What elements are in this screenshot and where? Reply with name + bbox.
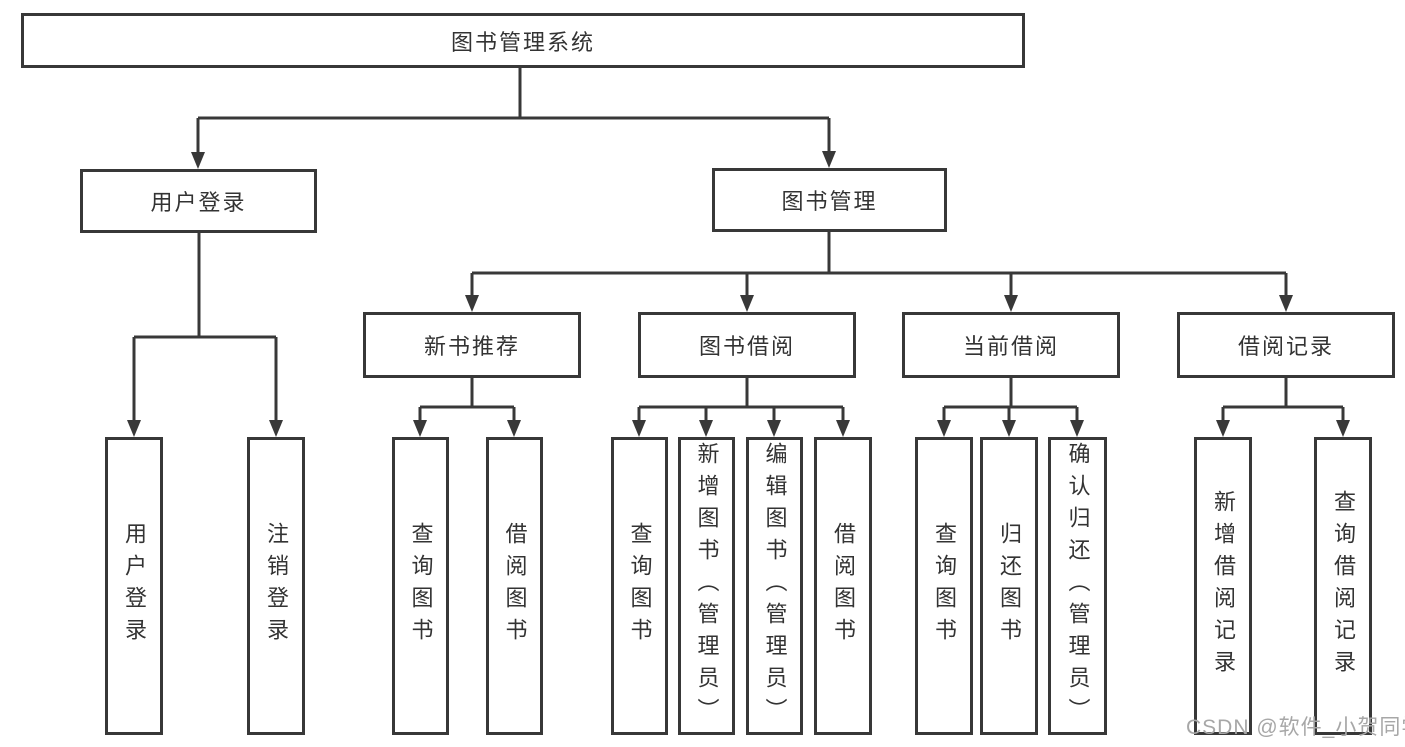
connector-new-book (418, 378, 516, 421)
node-leaf-query-books-recommend: 查询图书 (392, 437, 449, 735)
connector-root (196, 68, 831, 153)
connector-current-borrow (942, 378, 1079, 421)
connector-user-login (132, 233, 278, 421)
node-leaf-user-login: 用户登录 (105, 437, 163, 735)
connector-book-borrow (637, 378, 845, 421)
node-label: 查询图书 (408, 522, 434, 650)
node-leaf-add-borrow-record: 新增借阅记录 (1194, 437, 1252, 735)
node-leaf-add-books-admin: 新增图书（管理员） (678, 437, 735, 735)
node-new-book-recommend: 新书推荐 (363, 312, 581, 378)
connector-book-management (470, 232, 1288, 296)
node-label: 用户登录 (122, 522, 147, 650)
arrowheads (127, 151, 1350, 437)
node-leaf-query-borrow-record: 查询借阅记录 (1314, 437, 1372, 735)
node-book-borrow: 图书借阅 (638, 312, 856, 378)
node-leaf-return-books: 归还图书 (980, 437, 1038, 735)
node-book-management: 图书管理 (712, 168, 947, 232)
node-label: 查询借阅记录 (1331, 490, 1356, 682)
node-leaf-borrow-books-recommend: 借阅图书 (486, 437, 543, 735)
node-label: 查询图书 (932, 522, 957, 650)
node-leaf-confirm-return-admin: 确认归还（管理员） (1048, 437, 1107, 735)
node-label: 新增借阅记录 (1211, 490, 1236, 682)
node-label: 借阅图书 (502, 522, 528, 650)
node-label: 借阅图书 (831, 522, 856, 650)
node-label: 当前借阅 (962, 334, 1059, 359)
node-leaf-edit-books-admin: 编辑图书（管理员） (746, 437, 803, 735)
node-current-borrow: 当前借阅 (902, 312, 1120, 378)
csdn-watermark: CSDN @软件_小贺同学 (1186, 716, 1405, 739)
node-label: 图书借阅 (698, 334, 795, 359)
node-leaf-query-books-borrow: 查询图书 (611, 437, 668, 735)
connector-borrow-records (1221, 378, 1345, 421)
node-label: 图书管理 (781, 189, 878, 214)
node-label: 新增图书（管理员） (694, 442, 720, 730)
node-label: 注销登录 (264, 522, 289, 650)
node-leaf-logout: 注销登录 (247, 437, 305, 735)
node-label: 图书管理系统 (450, 29, 595, 55)
node-label: 用户登录 (150, 190, 247, 215)
node-leaf-query-books-current: 查询图书 (915, 437, 973, 735)
node-label: 归还图书 (997, 522, 1022, 650)
node-user-login: 用户登录 (80, 169, 317, 233)
node-leaf-borrow-books: 借阅图书 (814, 437, 872, 735)
node-library-management-system: 图书管理系统 (21, 13, 1025, 68)
node-label: 新书推荐 (423, 334, 520, 359)
node-label: 借阅记录 (1237, 334, 1334, 359)
node-label: 确认归还（管理员） (1065, 442, 1091, 730)
node-label: 编辑图书（管理员） (762, 442, 788, 730)
node-label: 查询图书 (627, 522, 653, 650)
node-borrow-records: 借阅记录 (1177, 312, 1395, 378)
